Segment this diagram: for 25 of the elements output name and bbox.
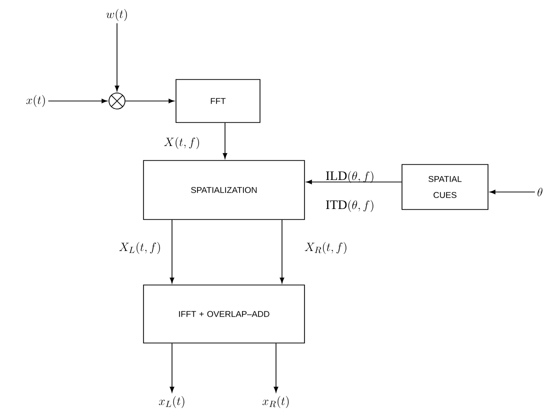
process-box: SPATIAL CUES [402, 164, 488, 210]
edge-label: $X_L(t, f)$ [119, 242, 160, 254]
edge-label: $\mathrm{ILD}(\theta, f)$ [326, 171, 374, 183]
signal-label: $\mathrm{ITD}(\theta, f)$ [326, 200, 374, 212]
arrow [306, 180, 402, 184]
multiplier-symbol [108, 92, 126, 110]
arrow [490, 190, 536, 194]
arrow [114, 22, 120, 92]
arrow [170, 343, 174, 392]
arrow [222, 122, 228, 159]
arrow [48, 98, 108, 104]
edge-label: $X(t, f)$ [164, 137, 200, 149]
arrow [170, 220, 174, 284]
process-box: IFFT + OVERLAP–ADD [143, 284, 305, 344]
edge-label: $X_R(t, f)$ [304, 242, 346, 254]
signal-label: $w(t)$ [106, 9, 127, 21]
arrow [274, 343, 278, 392]
process-box: FFT [176, 79, 260, 123]
signal-label: $x_R(t)$ [262, 396, 289, 408]
process-box: SPATIALIZATION [143, 160, 305, 220]
arrow [125, 98, 174, 104]
signal-label: $x_L(t)$ [158, 396, 184, 408]
signal-label: $x(t)$ [26, 95, 45, 107]
arrow [280, 220, 284, 284]
signal-label: $\theta$ [538, 188, 542, 196]
